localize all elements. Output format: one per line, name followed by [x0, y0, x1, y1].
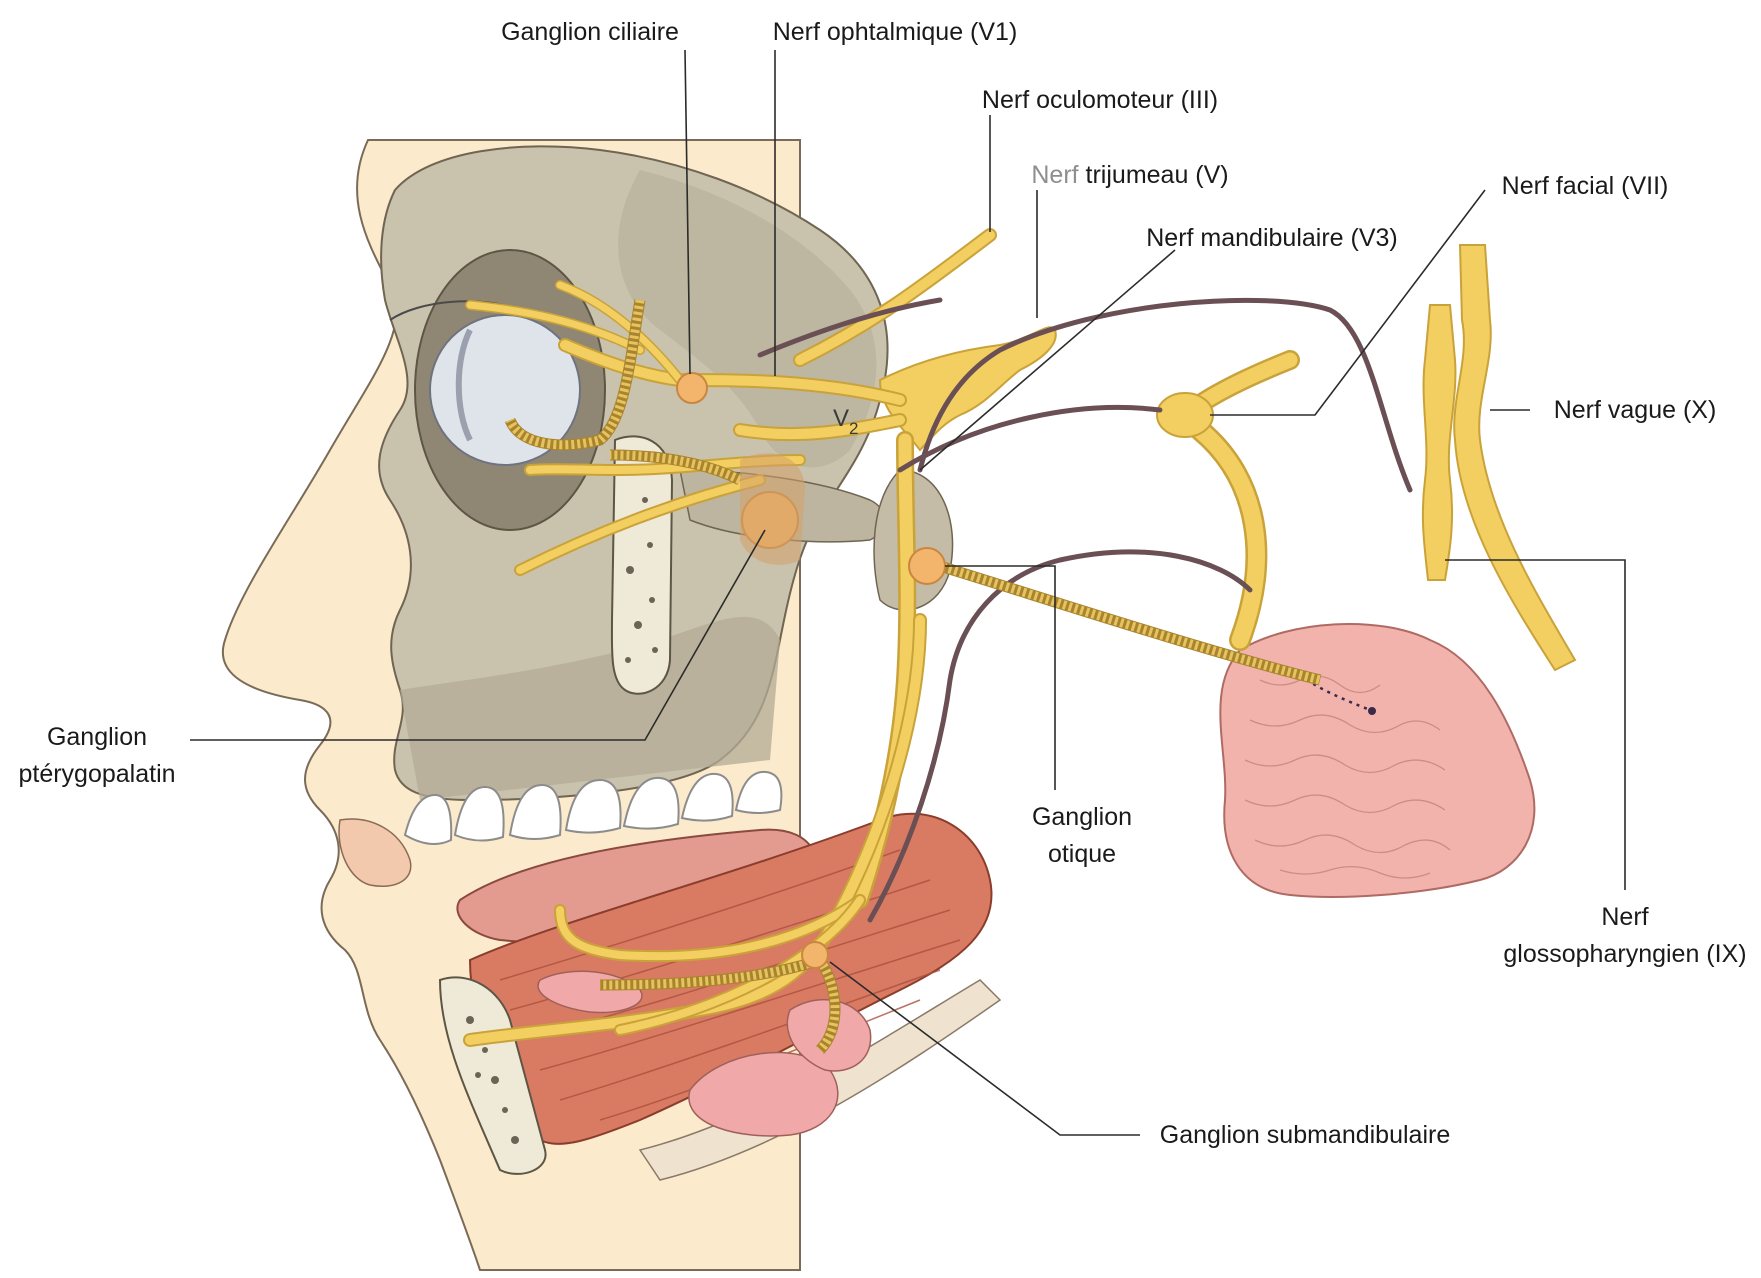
geniculate-ganglion — [1157, 393, 1213, 437]
label-ganglion-pterygopalatin-2: ptérygopalatin — [18, 760, 175, 788]
label-nerf-facial: Nerf facial (VII) — [1502, 172, 1669, 200]
glosso-nerve-shape — [1423, 305, 1456, 580]
label-nerf-glosso-1: Nerf — [1601, 903, 1648, 931]
label-nerf-trijumeau-prefix: Nerf — [1031, 161, 1078, 189]
otic-ganglion — [909, 548, 945, 584]
label-nerf-mandibulaire: Nerf mandibulaire (V3) — [1146, 224, 1398, 252]
label-nerf-trijumeau-rest: trijumeau (V) — [1079, 161, 1229, 189]
pterygopalatine-fossa — [740, 453, 805, 565]
parotid-fiber-terminal — [1368, 707, 1376, 715]
vagus-nerve-shape — [1454, 245, 1575, 670]
submandibular-ganglion — [802, 942, 828, 968]
ciliary-ganglion — [677, 373, 707, 403]
label-ganglion-submandibulaire: Ganglion submandibulaire — [1160, 1121, 1450, 1149]
label-ganglion-pterygopalatin-1: Ganglion — [47, 723, 147, 751]
label-ganglion-otique-1: Ganglion — [1032, 803, 1132, 831]
label-v2-letter: V — [833, 405, 849, 432]
fiber-vii-chorda — [920, 300, 1410, 490]
label-nerf-vague: Nerf vague (X) — [1554, 396, 1717, 424]
label-nerf-trijumeau: Nerf trijumeau (V) — [1031, 161, 1228, 189]
label-nerf-ophtalmique: Nerf ophtalmique (V1) — [773, 18, 1018, 46]
label-v2-sub: 2 — [849, 419, 858, 438]
label-nerf-glosso-2: glossopharyngien (IX) — [1503, 940, 1746, 968]
label-ganglion-otique-2: otique — [1048, 840, 1116, 868]
label-ganglion-ciliaire: Ganglion ciliaire — [501, 18, 679, 46]
label-nerf-oculomoteur: Nerf oculomoteur (III) — [982, 86, 1218, 114]
